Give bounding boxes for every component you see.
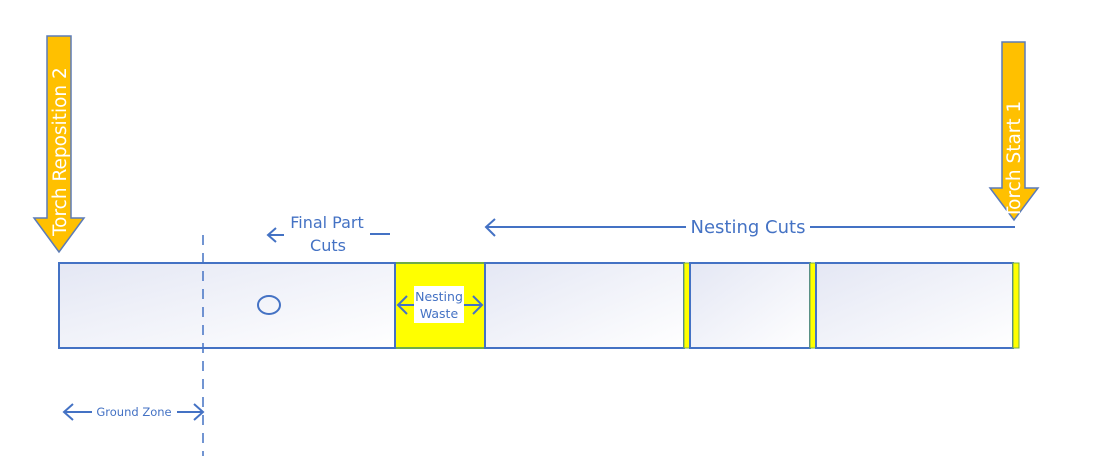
final-part-cuts-annotation: Final Part Cuts	[266, 213, 390, 255]
nesting-cuts-annotation: Nesting Cuts	[484, 217, 1015, 238]
final-part-panel	[58, 262, 396, 349]
torch-reposition-label: Torch Reposition 2	[50, 67, 71, 237]
ground-zone-left-arrowhead-icon	[62, 403, 74, 421]
nested-part-1-panel	[484, 262, 685, 349]
nesting-waste-right-arrowhead-icon	[472, 295, 484, 315]
final-part-cuts-arrowhead-icon	[266, 227, 277, 243]
nesting-waste-label-line2: Waste	[420, 306, 459, 321]
final-part-cuts-label-line1: Final Part	[290, 213, 364, 232]
material-strip	[58, 262, 1020, 349]
nesting-waste-annotation: Nesting Waste	[396, 286, 484, 323]
ground-zone-annotation: Ground Zone	[62, 403, 205, 421]
nesting-waste-left-arrowhead-icon	[396, 295, 408, 315]
final-part-cuts-label-line2: Cuts	[310, 236, 346, 255]
nesting-cuts-label: Nesting Cuts	[691, 217, 806, 238]
torch-reposition-arrow-shape	[32, 35, 86, 254]
hole-feature	[257, 295, 281, 315]
nesting-waste-label-bg	[414, 286, 464, 323]
torch-start-label: Torch Start 1	[1004, 101, 1025, 219]
ground-zone-right-arrowhead-icon	[193, 403, 205, 421]
torch-start-arrow-shape	[988, 41, 1040, 222]
torch-start-arrow: Torch Start 1	[988, 41, 1040, 222]
nesting-cuts-arrowhead-icon	[484, 218, 496, 237]
torch-reposition-arrow: Torch Reposition 2	[32, 35, 86, 254]
kerf-3	[1012, 262, 1020, 349]
nested-part-3-panel	[815, 262, 1014, 349]
ground-zone-label: Ground Zone	[96, 405, 171, 419]
nested-part-2-panel	[689, 262, 811, 349]
nesting-waste-label-line1: Nesting	[415, 289, 463, 304]
